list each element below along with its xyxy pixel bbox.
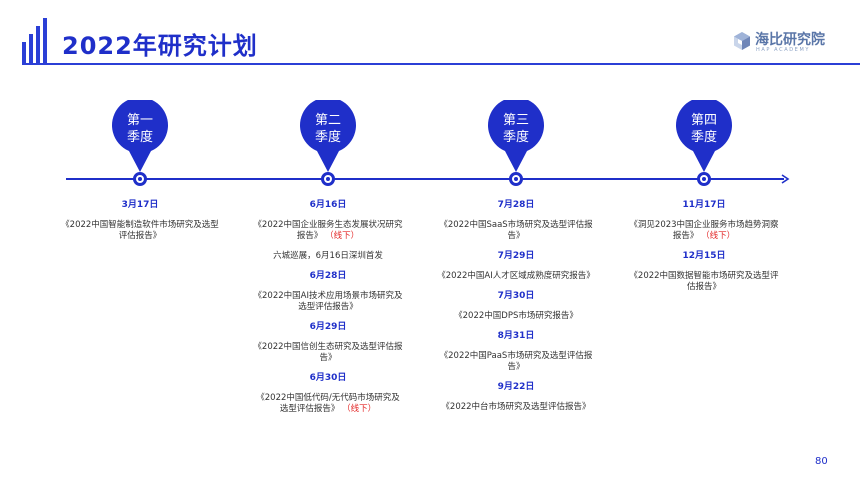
report-title: 《2022中国PaaS市场研究及选型评估报告》 bbox=[439, 351, 593, 372]
quarter-4-marker: 第四季度 bbox=[675, 97, 733, 174]
report-title: 《2022中国企业服务生态发展状况研究报告》 （线下） bbox=[253, 220, 403, 241]
event-date: 6月28日 bbox=[309, 271, 347, 281]
event-date: 6月16日 bbox=[309, 200, 347, 210]
report-title: 《2022中国DPS市场研究报告》 bbox=[454, 311, 578, 321]
report-title: 《2022中国AI人才区域成熟度研究报告》 bbox=[437, 271, 595, 281]
event-date: 3月17日 bbox=[121, 200, 159, 210]
offline-tag: （线下） bbox=[701, 231, 736, 241]
event-date: 12月15日 bbox=[682, 251, 726, 261]
logo-subtitle: HAP ACADEMY bbox=[756, 47, 811, 53]
timeline-node-q1 bbox=[133, 172, 147, 186]
page-title: 2022年研究计划 bbox=[62, 32, 258, 60]
quarter-1-label-1: 第一 bbox=[126, 113, 153, 128]
quarter-1-events: 3月17日 《2022中国智能制造软件市场研究及选型评估报告》 bbox=[49, 200, 231, 251]
quarter-4-label-1: 第四 bbox=[690, 113, 717, 128]
event-date: 7月29日 bbox=[497, 251, 535, 261]
event-date: 11月17日 bbox=[682, 200, 726, 210]
timeline-node-q2 bbox=[321, 172, 335, 186]
report-title: 《2022中国低代码/无代码市场研究及选型评估报告》 （线下） bbox=[256, 393, 400, 414]
timeline-node-q4 bbox=[697, 172, 711, 186]
report-title: 《2022中国数据智能市场研究及选型评估报告》 bbox=[629, 271, 779, 292]
title-bars-decoration bbox=[22, 18, 50, 64]
report-title: 《2022中国AI技术应用场景市场研究及选型评估报告》 bbox=[253, 291, 403, 312]
event-date: 7月30日 bbox=[497, 291, 535, 301]
report-title: 《2022中国智能制造软件市场研究及选型评估报告》 bbox=[61, 220, 219, 241]
quarter-1-label-2: 季度 bbox=[126, 130, 153, 145]
event-date: 6月30日 bbox=[309, 373, 347, 383]
header-divider bbox=[22, 63, 860, 65]
arrow-right-icon bbox=[781, 174, 790, 184]
quarter-4-events: 11月17日 《洞见2023中国企业服务市场趋势洞察报告》 （线下） 12月15… bbox=[613, 200, 795, 302]
page-number: 80 bbox=[815, 456, 828, 467]
quarter-3-events: 7月28日 《2022中国SaaS市场研究及选型评估报告》 7月29日 《202… bbox=[425, 200, 607, 422]
timeline-axis bbox=[66, 178, 784, 180]
quarter-1-marker: 第一季度 bbox=[111, 97, 169, 174]
quarter-2-label-2: 季度 bbox=[314, 130, 341, 145]
quarter-4-label-2: 季度 bbox=[690, 130, 717, 145]
event-date: 8月31日 bbox=[497, 331, 535, 341]
quarter-2-label-1: 第二 bbox=[314, 113, 341, 128]
report-title: 《2022中国SaaS市场研究及选型评估报告》 bbox=[439, 220, 593, 241]
event-date: 9月22日 bbox=[497, 382, 535, 392]
cube-logo-icon bbox=[734, 32, 750, 50]
quarter-2-marker: 第二季度 bbox=[299, 97, 357, 174]
report-title: 《2022中国信创生态研究及选型评估报告》 bbox=[253, 342, 403, 363]
quarter-2-events: 6月16日 《2022中国企业服务生态发展状况研究报告》 （线下） 六城巡展，6… bbox=[237, 200, 419, 424]
offline-tag: （线下） bbox=[325, 231, 360, 241]
event-date: 6月29日 bbox=[309, 322, 347, 332]
quarter-3-marker: 第三季度 bbox=[487, 97, 545, 174]
offline-tag: （线下） bbox=[342, 404, 377, 414]
timeline-node-q3 bbox=[509, 172, 523, 186]
quarter-3-label-2: 季度 bbox=[502, 130, 529, 145]
event-note: 六城巡展，6月16日深圳首发 bbox=[273, 251, 383, 261]
report-title: 《洞见2023中国企业服务市场趋势洞察报告》 （线下） bbox=[629, 220, 779, 241]
event-date: 7月28日 bbox=[497, 200, 535, 210]
logo-name: 海比研究院 bbox=[755, 32, 825, 48]
brand-logo: 海比研究院 HAP ACADEMY bbox=[733, 29, 853, 55]
report-title: 《2022中台市场研究及选型评估报告》 bbox=[441, 402, 591, 412]
quarter-3-label-1: 第三 bbox=[502, 113, 529, 128]
